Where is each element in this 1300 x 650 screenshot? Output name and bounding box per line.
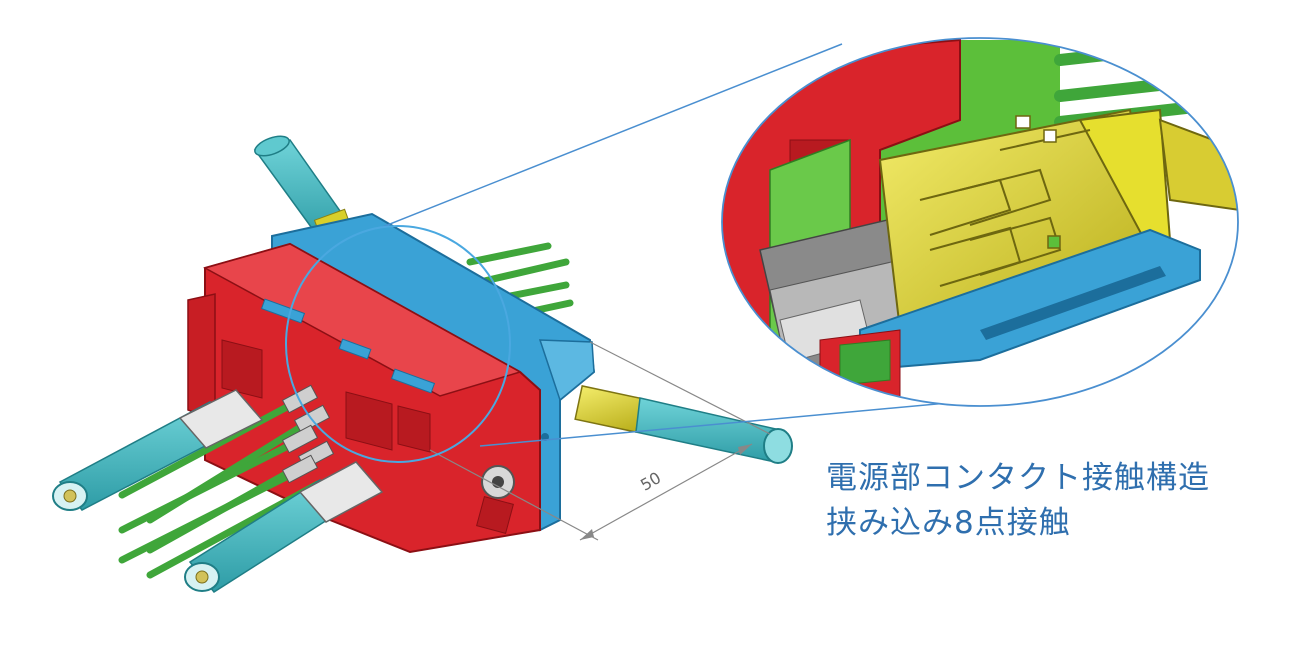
dimension-annotation [429, 341, 771, 541]
dimension-label: 50 [637, 468, 664, 495]
side-cable [574, 385, 793, 464]
detail-view [721, 37, 1239, 407]
callout-lines [379, 43, 1003, 447]
caption-line-1: 電源部コンタクト接触構造 [826, 460, 1210, 496]
connector-assembly [52, 135, 793, 593]
front-cable-lower [184, 461, 384, 593]
caption-line-2: 挟み込み8点接触 [826, 505, 1071, 541]
front-cable-upper [52, 389, 264, 511]
front-wires [118, 384, 335, 579]
detail-source-circle [285, 225, 511, 463]
